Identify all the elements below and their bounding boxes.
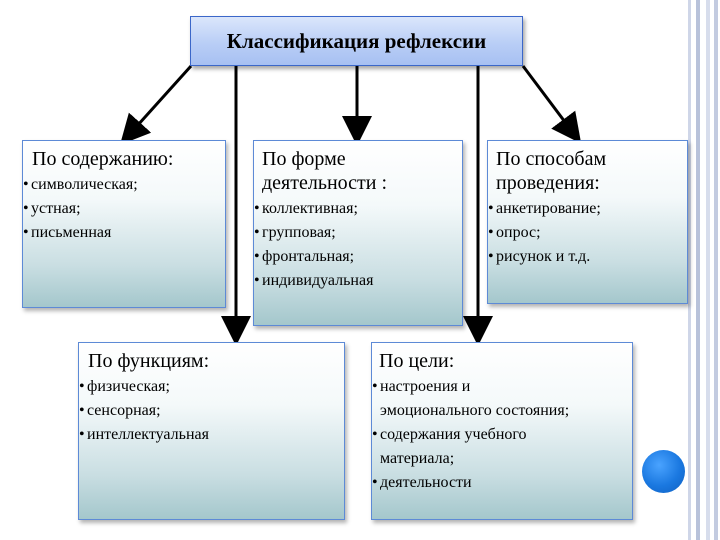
arrow-to-content xyxy=(119,64,193,145)
list-item: рисунок и т.д. xyxy=(488,245,683,269)
box-by-content: По содержанию: символическая; устная; пи… xyxy=(22,140,226,308)
box-by-activity-form: По форме деятельности : коллективная; гр… xyxy=(253,140,463,326)
list-item-line: материала; xyxy=(380,450,455,467)
box-heading-line2: деятельности : xyxy=(262,172,388,194)
list-item: индивидуальная xyxy=(254,269,458,293)
box-by-method: По способам проведения: анкетирование; о… xyxy=(487,140,688,304)
list-item: коллективная; xyxy=(254,197,458,221)
box-heading-line2: проведения: xyxy=(496,172,600,194)
list-item: фронтальная; xyxy=(254,245,458,269)
item-list: анкетирование; опрос; рисунок и т.д. xyxy=(488,197,683,269)
item-list: настроения и эмоционального состояния; с… xyxy=(372,375,628,495)
box-heading: По содержанию: xyxy=(32,148,174,170)
list-item-line: содержания учебного xyxy=(380,426,527,443)
list-item: устная; xyxy=(23,197,221,221)
box-heading-line1: По способам xyxy=(496,148,607,170)
box-by-functions: По функциям: физическая; сенсорная; инте… xyxy=(78,342,345,520)
diagram-title: Классификация рефлексии xyxy=(190,16,523,66)
list-item: настроения и эмоционального состояния; xyxy=(372,375,628,423)
list-item: символическая; xyxy=(23,173,221,197)
list-item: сенсорная; xyxy=(79,399,340,423)
list-item: интеллектуальная xyxy=(79,423,340,447)
list-item: групповая; xyxy=(254,221,458,245)
box-heading: По функциям: xyxy=(88,350,210,372)
list-item: физическая; xyxy=(79,375,340,399)
list-item: письменная xyxy=(23,221,221,245)
list-item: опрос; xyxy=(488,221,683,245)
arrow-to-method xyxy=(521,65,582,144)
box-heading: По цели: xyxy=(379,350,455,372)
decorative-circle xyxy=(642,450,685,493)
item-list: коллективная; групповая; фронтальная; ин… xyxy=(254,197,458,293)
list-item: анкетирование; xyxy=(488,197,683,221)
item-list: символическая; устная; письменная xyxy=(1,173,221,245)
item-list: физическая; сенсорная; интеллектуальная xyxy=(79,375,340,447)
box-heading-line1: По форме xyxy=(262,148,346,170)
list-item: содержания учебного материала; xyxy=(372,423,628,471)
right-decorative-stripes xyxy=(684,0,720,540)
box-by-goal: По цели: настроения и эмоционального сос… xyxy=(371,342,633,520)
list-item-line: эмоционального состояния; xyxy=(380,402,570,419)
list-item: деятельности xyxy=(372,471,628,495)
list-item-line: настроения и xyxy=(380,378,471,395)
